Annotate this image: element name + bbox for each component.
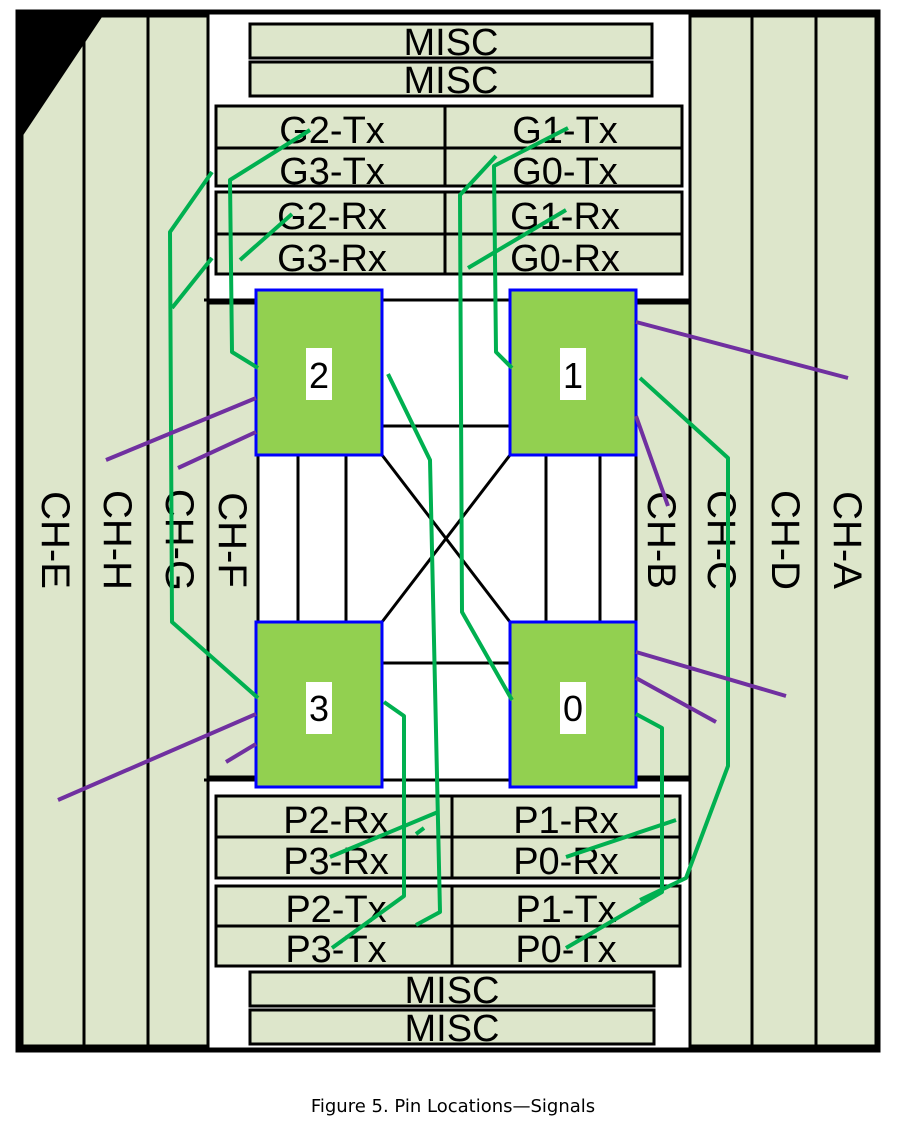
channel-label-g: CH-G [157,489,201,591]
top-signal-blocks [214,104,684,276]
misc-label: MISC [404,22,499,64]
misc-label: MISC [405,1008,500,1050]
misc-top-rows: MISC MISC [248,22,654,102]
signal-label: P1-Rx [513,800,619,842]
signal-label: P2-Rx [283,800,389,842]
core-labels [306,348,586,734]
channel-label-d: CH-D [763,490,807,590]
signal-label: P3-Rx [283,841,389,883]
channel-label-a: CH-A [825,491,869,589]
signal-label: G2-Rx [277,196,387,238]
left-channel-columns [20,14,260,1048]
channel-label-h: CH-H [95,490,139,590]
channel-labels: CH-E CH-H CH-G CH-F CH-B CH-C CH-D CH-A [33,489,869,591]
core-label: 1 [563,355,583,396]
green-signal-traces [168,126,730,950]
signal-label: G0-Tx [512,151,618,193]
channel-label-c: CH-C [699,490,743,590]
channel-column-e [20,14,86,1048]
pin-location-diagram: CH-E CH-H CH-G CH-F CH-B CH-C CH-D CH-A … [15,9,881,1053]
channel-label-b: CH-B [639,491,683,589]
signal-label: P0-Rx [513,841,619,883]
channel-label-e: CH-E [33,491,77,589]
channel-column-a [814,14,878,1048]
core-label: 2 [309,355,329,396]
figure-caption: Figure 5. Pin Locations—Signals [310,1096,596,1117]
signal-label: G0-Rx [510,238,620,280]
signal-label: P1-Tx [515,889,616,931]
signal-label: P2-Tx [285,889,386,931]
signal-label: G3-Rx [277,238,387,280]
signal-label: P3-Tx [285,929,386,971]
right-channel-columns [634,14,878,1048]
signal-label: G2-Tx [279,110,385,152]
top-signal-labels: G2-Tx G1-Tx G3-Tx G0-Tx G2-Rx G1-Rx G3-R… [277,110,620,280]
core-label: 0 [563,688,583,729]
bottom-signal-labels: P2-Rx P1-Rx P3-Rx P0-Rx P2-Tx P1-Tx P3-T… [283,800,619,971]
misc-label: MISC [405,970,500,1012]
channel-column-d [750,14,818,1048]
channel-label-f: CH-F [210,492,254,588]
signal-label: G3-Tx [279,151,385,193]
pin1-corner-marker [20,14,104,140]
misc-bottom-rows: MISC MISC [248,970,656,1050]
channel-column-f [206,301,260,779]
purple-signal-traces [57,320,849,802]
signal-label: P0-Tx [515,929,616,971]
channel-column-h [82,14,150,1048]
misc-label: MISC [404,60,499,102]
core-label: 3 [309,688,329,729]
channel-column-c [688,14,754,1048]
